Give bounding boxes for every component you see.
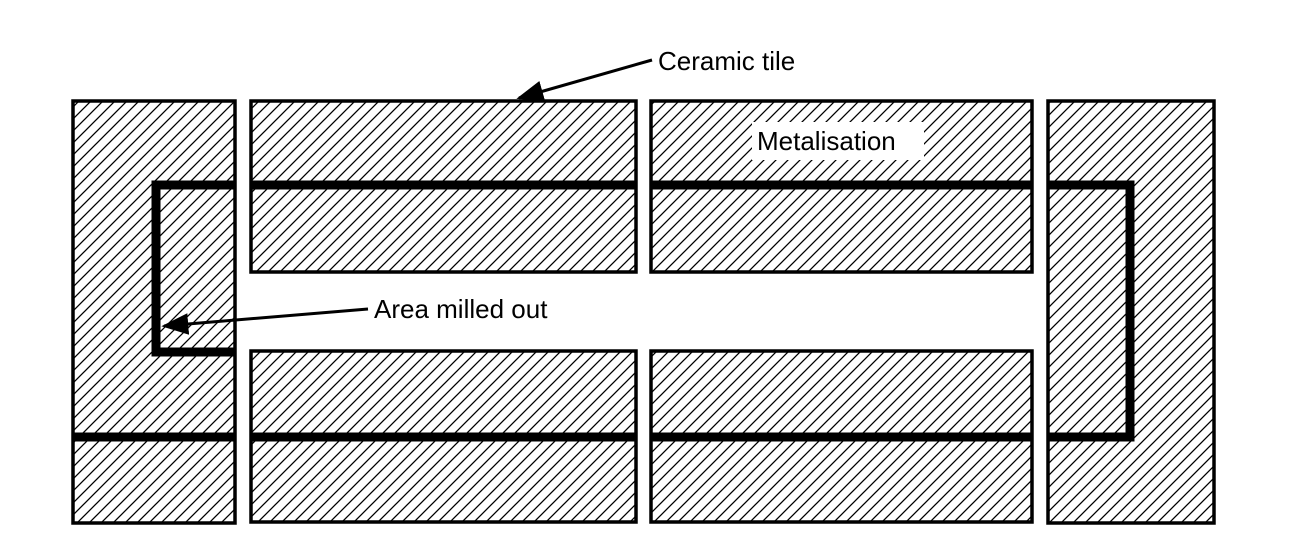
- right-tile-column: [1046, 99, 1216, 525]
- area-milled-out-arrow: [161, 307, 369, 335]
- right-milled-outline: [1048, 180, 1135, 442]
- area-milled-out-callout: Area milled out: [161, 294, 548, 335]
- left-tile-column: [71, 99, 237, 525]
- left-milled-outline: [151, 180, 235, 357]
- bottom-row-tiles: [249, 349, 1034, 524]
- ceramic-tile-callout: Ceramic tile: [516, 46, 795, 102]
- metalisation-label: Metalisation: [757, 126, 896, 156]
- area-milled-out-label: Area milled out: [374, 294, 548, 324]
- ceramic-tile-label: Ceramic tile: [658, 46, 795, 76]
- ceramic-tile-arrow: [516, 58, 653, 102]
- metalisation-label-bg: [752, 122, 924, 160]
